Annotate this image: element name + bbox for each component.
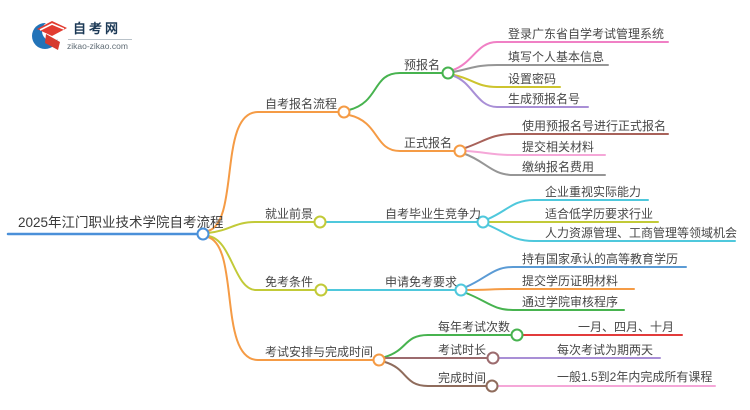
edge-leaf-degree-proof bbox=[466, 288, 635, 291]
leaf-ability-valued[interactable]: 企业重视实际能力 bbox=[545, 185, 642, 199]
leaf-hr-management-opportunities[interactable]: 人力资源管理、工商管理等领域机会 bbox=[545, 226, 738, 240]
node-exemption-requirements[interactable]: 申请免考要求 bbox=[385, 275, 458, 289]
anchor-exemption-req[interactable] bbox=[454, 283, 468, 297]
edge-branch-career bbox=[207, 221, 315, 234]
edge-pre-register bbox=[348, 72, 443, 111]
edge-leaf-pay-fee bbox=[464, 153, 606, 176]
leaf-generate-number[interactable]: 生成预报名号 bbox=[508, 92, 581, 106]
node-pre-registration[interactable]: 预报名 bbox=[404, 58, 441, 72]
edge-branch-exemption bbox=[207, 235, 316, 291]
graduation-cap-icon bbox=[32, 21, 67, 50]
root-node[interactable]: 2025年江门职业技术学院自考流程 bbox=[18, 215, 224, 230]
leaf-degree-proof[interactable]: 提交学历证明材料 bbox=[522, 274, 619, 288]
leaf-pay-fee[interactable]: 缴纳报名费用 bbox=[522, 160, 595, 174]
edge-leaf-fill-info bbox=[452, 64, 609, 73]
edge-leaf-login-system bbox=[452, 41, 669, 71]
logo-domain: zikao-zikao.com bbox=[67, 41, 128, 51]
anchor-career[interactable] bbox=[313, 215, 327, 229]
edge-leaf-college-review bbox=[465, 292, 625, 311]
leaf-college-review[interactable]: 通过学院审核程序 bbox=[522, 295, 619, 309]
edge-leaf-recognized-degree bbox=[465, 266, 687, 288]
anchor-pre-register[interactable] bbox=[441, 66, 455, 80]
node-completion-time[interactable]: 完成时间 bbox=[438, 371, 487, 385]
branch-career-prospects[interactable]: 就业前景 bbox=[265, 207, 314, 221]
edge-completion-time bbox=[384, 361, 487, 387]
edge-leaf-submit-materials bbox=[465, 150, 606, 156]
node-exam-duration[interactable]: 考试时长 bbox=[438, 343, 487, 357]
edge-exams-per-year bbox=[384, 334, 512, 358]
edge-branch-schedule bbox=[207, 236, 374, 361]
edge-leaf-set-password bbox=[453, 74, 561, 88]
logo-divider bbox=[68, 39, 132, 40]
anchor-exam-duration[interactable] bbox=[486, 351, 500, 365]
anchor-root[interactable] bbox=[196, 227, 210, 241]
leaf-two-day-exams[interactable]: 每次考试为期两天 bbox=[557, 343, 654, 357]
edge-leaf-use-number bbox=[464, 133, 669, 149]
edge-branch-signup bbox=[207, 111, 339, 232]
anchor-signup[interactable] bbox=[337, 105, 351, 119]
leaf-years-to-finish[interactable]: 一般1.5到2年内完成所有课程 bbox=[557, 370, 713, 384]
edge-leaf-ability-valued bbox=[487, 199, 649, 220]
leaf-low-degree-jobs[interactable]: 适合低学历要求行业 bbox=[545, 207, 654, 221]
anchor-exams-per-year[interactable] bbox=[510, 328, 524, 342]
node-graduate-competitiveness[interactable]: 自考毕业生竞争力 bbox=[385, 207, 482, 221]
leaf-set-password[interactable]: 设置密码 bbox=[508, 72, 557, 86]
anchor-schedule[interactable] bbox=[372, 353, 386, 367]
logo-title: 自考网 bbox=[73, 21, 122, 36]
anchor-exemption[interactable] bbox=[314, 283, 328, 297]
site-logo: 自考网 zikao-zikao.com bbox=[28, 12, 158, 54]
branch-exam-schedule[interactable]: 考试安排与完成时间 bbox=[265, 345, 374, 359]
branch-signup-process[interactable]: 自考报名流程 bbox=[265, 97, 338, 111]
leaf-login-system[interactable]: 登录广东省自学考试管理系统 bbox=[508, 27, 665, 41]
edge-leaf-hr-management bbox=[487, 224, 736, 242]
edge-formal-register bbox=[348, 114, 455, 152]
leaf-use-pre-number[interactable]: 使用预报名号进行正式报名 bbox=[522, 119, 667, 133]
leaf-recognized-degree[interactable]: 持有国家承认的高等教育学历 bbox=[522, 252, 679, 266]
branch-exemption-conditions[interactable]: 免考条件 bbox=[265, 275, 314, 289]
anchor-competitiveness[interactable] bbox=[476, 215, 490, 229]
leaf-submit-materials[interactable]: 提交相关材料 bbox=[522, 140, 595, 154]
node-exams-per-year[interactable]: 每年考试次数 bbox=[438, 320, 511, 334]
leaf-exam-months[interactable]: 一月、四月、十月 bbox=[578, 320, 675, 334]
node-formal-registration[interactable]: 正式报名 bbox=[404, 136, 453, 150]
edge-leaf-generate-number bbox=[453, 75, 589, 108]
anchor-completion-time[interactable] bbox=[485, 379, 499, 393]
leaf-fill-personal-info[interactable]: 填写个人基本信息 bbox=[508, 50, 605, 64]
anchor-formal-register[interactable] bbox=[453, 144, 467, 158]
